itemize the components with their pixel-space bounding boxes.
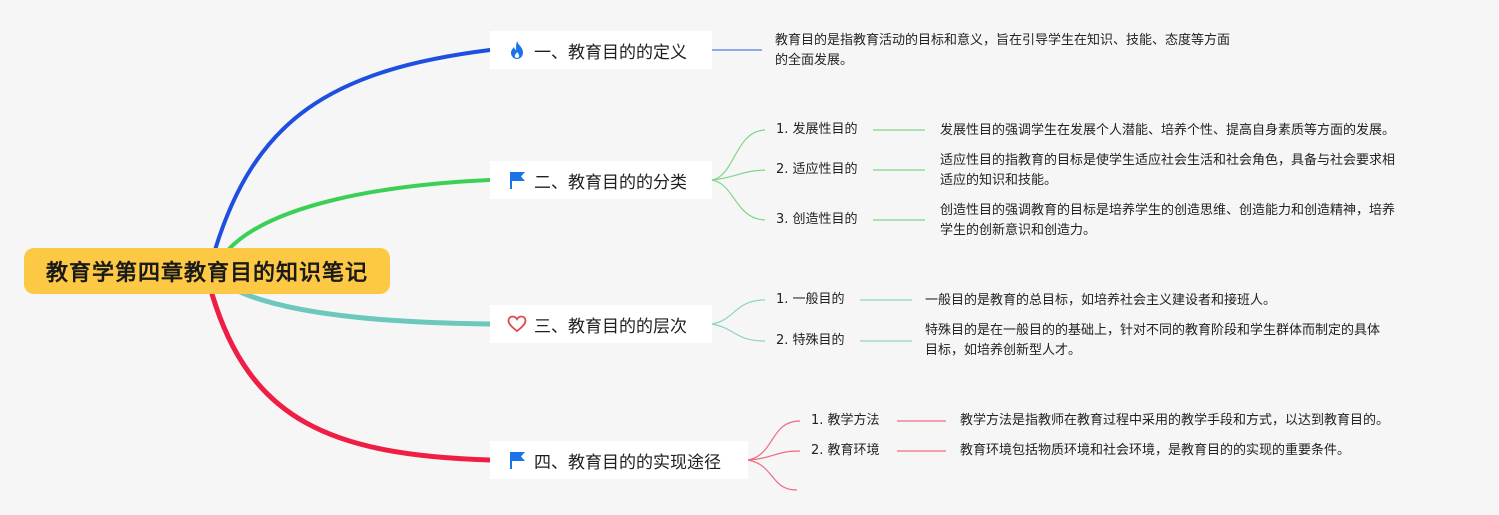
education-environment-description: 教育环境包括物质环境和社会环境，是教育目的的实现的重要条件。 [960,441,1480,461]
branch-topic-classification[interactable]: 二、教育目的的分类 [490,161,712,199]
branch-topic-realization[interactable]: 四、教育目的的实现途径 [490,441,748,479]
description-line: 目标，如培养创新型人才。 [925,343,1082,358]
developmental-description: 发展性目的强调学生在发展个人潜能、培养个性、提高自身素质等方面的发展。 [940,121,1440,141]
branch-label: 三、教育目的的层次 [534,316,687,337]
subtopic-teaching-method[interactable]: 1. 教学方法 [811,413,880,428]
branch-connector-4 [209,291,493,463]
subtopic-developmental[interactable]: 1. 发展性目的 [776,122,858,137]
description-line: 创造性目的强调教育的目标是培养学生的创造思维、创造能力和创造精神，培养 [940,203,1396,218]
branch-topic-definition[interactable]: 一、教育目的的定义 [490,31,712,69]
description-line: 教育目的是指教育活动的目标和意义，旨在引导学生在知识、技能、态度等方面 [775,33,1231,48]
subtopic-education-environment[interactable]: 2. 教育环境 [811,443,880,458]
description-line: 学生的创新意识和创造力。 [940,223,1097,238]
fire-icon [506,39,528,61]
subtopic-creative[interactable]: 3. 创造性目的 [776,212,858,227]
definition-description: 教育目的是指教育活动的目标和意义，旨在引导学生在知识、技能、态度等方面 的全面发… [775,31,1295,71]
flag-icon [506,169,528,191]
description-line: 教学方法是指教师在教育过程中采用的教学手段和方式，以达到教育目的。 [960,413,1390,428]
description-line: 特殊目的是在一般目的的基础上，针对不同的教育阶段和学生群体而制定的具体 [925,323,1381,338]
fan-branch-3 [711,299,912,342]
branch-connector-2 [226,178,492,252]
subtopic-general[interactable]: 1. 一般目的 [776,292,845,307]
teaching-method-description: 教学方法是指教师在教育过程中采用的教学手段和方式，以达到教育目的。 [960,411,1480,431]
description-line: 发展性目的强调学生在发展个人潜能、培养个性、提高自身素质等方面的发展。 [940,123,1396,138]
flag-icon [506,449,528,471]
branch-topic-levels[interactable]: 三、教育目的的层次 [490,305,712,343]
branch-connector-3 [237,289,493,327]
fan-branch-4 [747,420,946,491]
branch-label: 一、教育目的的定义 [534,42,687,63]
description-line: 教育环境包括物质环境和社会环境，是教育目的的实现的重要条件。 [960,443,1351,458]
branch-connector-1 [213,48,492,252]
heart-icon [506,313,528,335]
description-line: 一般目的是教育的总目标，如培养社会主义建设者和接班人。 [925,293,1277,308]
root-topic[interactable]: 教育学第四章教育目的知识笔记 [24,248,390,294]
subtopic-adaptive[interactable]: 2. 适应性目的 [776,162,858,177]
subtopic-special[interactable]: 2. 特殊目的 [776,333,845,348]
branch-label: 四、教育目的的实现途径 [534,452,721,473]
description-line: 适应性目的指教育的目标是使学生适应社会生活和社会角色，具备与社会要求相 [940,153,1396,168]
branch-label: 二、教育目的的分类 [534,172,687,193]
fan-branch-2 [711,129,925,221]
creative-description: 创造性目的强调教育的目标是培养学生的创造思维、创造能力和创造精神，培养 学生的创… [940,201,1440,241]
description-line: 适应的知识和技能。 [940,173,1058,188]
special-description: 特殊目的是在一般目的的基础上，针对不同的教育阶段和学生群体而制定的具体 目标，如… [925,321,1445,361]
general-description: 一般目的是教育的总目标，如培养社会主义建设者和接班人。 [925,291,1445,311]
adaptive-description: 适应性目的指教育的目标是使学生适应社会生活和社会角色，具备与社会要求相 适应的知… [940,151,1440,191]
description-line: 的全面发展。 [775,53,854,68]
root-title: 教育学第四章教育目的知识笔记 [45,261,368,286]
